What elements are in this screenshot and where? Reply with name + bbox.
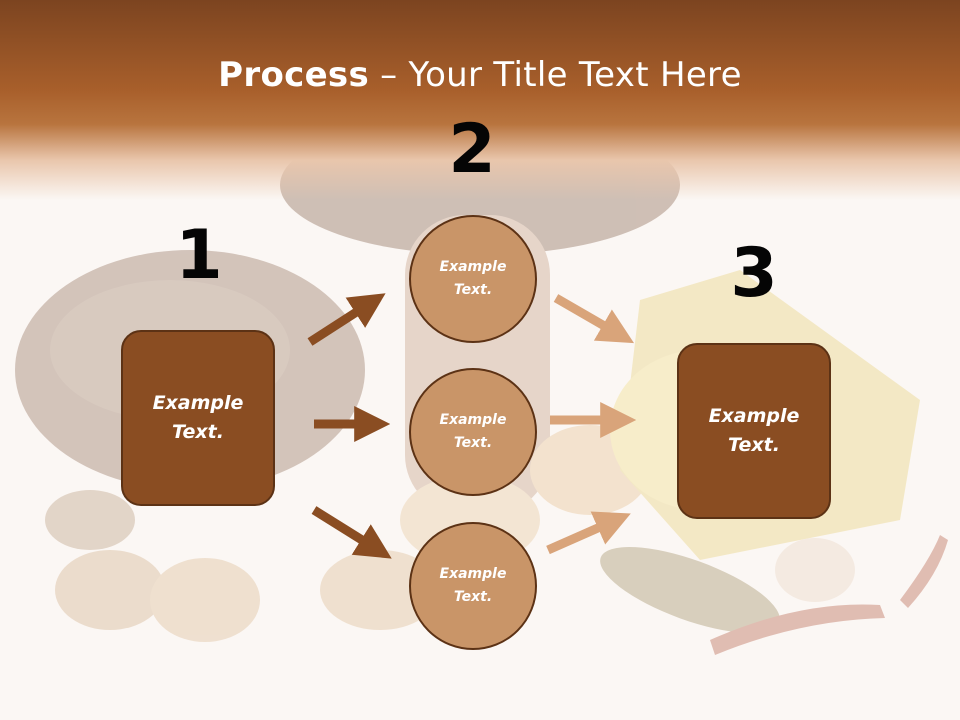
step-2-circle-3[interactable]: Example Text. bbox=[409, 522, 537, 650]
circle-2-text: Example Text. bbox=[439, 412, 507, 451]
header-band bbox=[0, 0, 960, 200]
title-bold: Process bbox=[218, 55, 370, 95]
arrow-to-circle-1 bbox=[307, 293, 386, 346]
step-2-circle-1[interactable]: Example Text. bbox=[409, 215, 537, 343]
title-rest: – Your Title Text Here bbox=[369, 55, 742, 95]
circle-3-text: Example Text. bbox=[439, 566, 507, 605]
circle-1-text: Example Text. bbox=[439, 259, 507, 298]
slide-title[interactable]: Process – Your Title Text Here bbox=[0, 54, 960, 96]
step-number-3: 3 bbox=[730, 234, 778, 313]
step-number-2: 2 bbox=[448, 110, 496, 189]
arrow-from-circle-1 bbox=[553, 294, 635, 344]
arrow-from-circle-3 bbox=[546, 511, 631, 555]
step-2-circle-2[interactable]: Example Text. bbox=[409, 368, 537, 496]
step-number-1: 1 bbox=[175, 216, 223, 295]
step-3-text: Example Text. bbox=[708, 405, 800, 456]
step-1-box[interactable]: Example Text. bbox=[121, 330, 275, 506]
step-1-text: Example Text. bbox=[152, 392, 244, 443]
arrow-to-circle-3 bbox=[311, 506, 392, 559]
step-3-box[interactable]: Example Text. bbox=[677, 343, 831, 519]
